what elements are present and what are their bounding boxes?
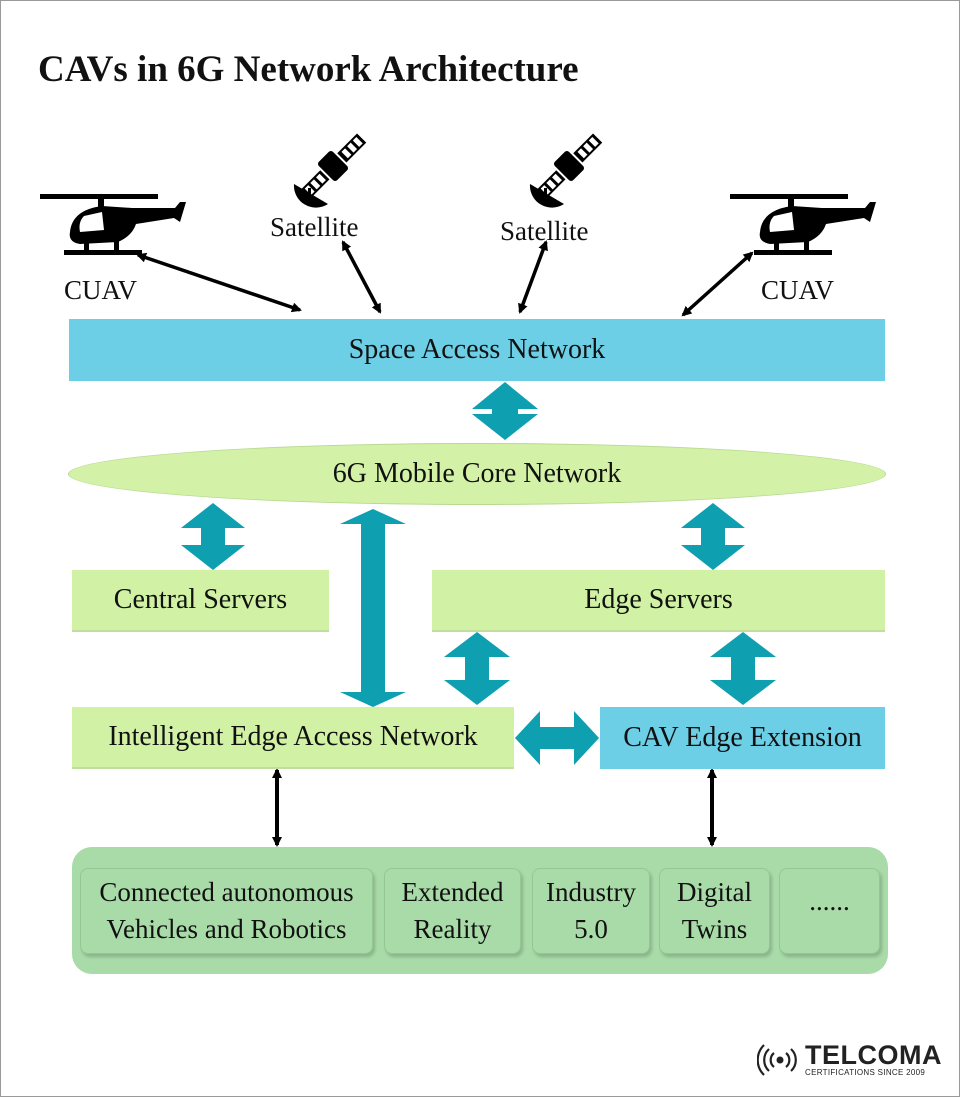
page-title: CAVs in 6G Network Architecture (38, 49, 579, 90)
logo-tagline: CERTIFICATIONS SINCE 2009 (805, 1068, 926, 1077)
satellite-link-arrow (518, 240, 548, 314)
application-card: Industry 5.0 (532, 868, 650, 954)
application-line: Extended (401, 877, 504, 907)
core-link-arrow (181, 503, 245, 570)
helicopter-icon (40, 194, 186, 255)
satellite-icon (293, 133, 367, 208)
application-line: Industry (546, 877, 636, 907)
space-access-network-box: Space Access Network (69, 319, 885, 381)
satellite-icon (529, 133, 603, 208)
satellite-label: Satellite (270, 212, 359, 242)
central-servers-box: Central Servers (72, 570, 329, 632)
logo-name: TELCOMA (805, 1040, 942, 1070)
application-line: Digital (677, 877, 752, 907)
application-line: Twins (681, 914, 748, 944)
cuav-label: CUAV (64, 275, 138, 305)
cuav-link-arrow (136, 252, 302, 313)
application-line: Connected autonomous (99, 877, 354, 907)
edge-link-arrow (515, 711, 599, 765)
application-line: 5.0 (574, 914, 608, 944)
satellite-link-arrow (341, 240, 382, 314)
core-link-arrow (340, 509, 406, 707)
intelligent-edge-access-network-box: Intelligent Edge Access Network (72, 707, 514, 769)
application-line: Vehicles and Robotics (106, 914, 347, 944)
edge-link-arrow (444, 632, 510, 705)
cav-edge-extension-box: CAV Edge Extension (600, 707, 885, 769)
application-line: Reality (413, 914, 492, 944)
edge-link-arrow (710, 632, 776, 705)
telcoma-logo: TELCOMA CERTIFICATIONS SINCE 2009 (757, 1042, 942, 1077)
broadcast-icon (757, 1043, 797, 1076)
helicopter-icon (730, 194, 876, 255)
core-link-arrow (472, 382, 538, 440)
application-card: ...... (779, 868, 880, 954)
cuav-label: CUAV (761, 275, 835, 305)
application-line: ...... (809, 886, 850, 916)
mobile-core-network-ellipse: 6G Mobile Core Network (68, 443, 886, 505)
cuav-link-arrow (681, 251, 754, 317)
core-link-arrow (681, 503, 745, 570)
edge-servers-box: Edge Servers (432, 570, 885, 632)
